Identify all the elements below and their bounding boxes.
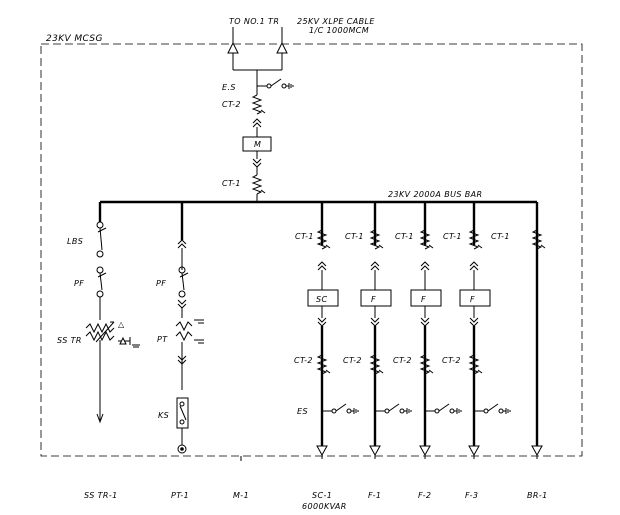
pt-plug-lower bbox=[177, 299, 187, 309]
label-f-3: F-3 bbox=[465, 491, 478, 500]
sc1-es-label: ES bbox=[297, 407, 308, 416]
es-label: E.S bbox=[222, 83, 236, 92]
f1-ct1-label: CT-1 bbox=[345, 232, 364, 241]
pt-label: PT bbox=[157, 335, 168, 344]
ss-tr-feeder: LBS PF SS TR △ bbox=[57, 202, 140, 424]
f3-ct1-label: CT-1 bbox=[443, 232, 462, 241]
meter-label: M bbox=[254, 140, 261, 149]
f2-box bbox=[410, 289, 442, 307]
pt-pf-label: PF bbox=[156, 279, 166, 288]
label-br-1: BR-1 bbox=[527, 491, 548, 500]
feeder-sc1: CT-1 SC CT-2 ES bbox=[294, 202, 359, 460]
f1-box bbox=[360, 289, 392, 307]
pt-feeder: PF PT KS bbox=[156, 202, 204, 454]
feeder-f2: CT-1 F CT-2 bbox=[393, 202, 462, 460]
incoming-plug-upper bbox=[252, 118, 262, 128]
incoming-ct2-coil bbox=[252, 94, 266, 115]
label-sc-1: SC-1 bbox=[312, 491, 332, 500]
f1-ct2-label: CT-2 bbox=[343, 356, 362, 365]
f1-box-label: F bbox=[371, 295, 376, 304]
ks-label: KS bbox=[158, 411, 169, 420]
label-f-1: F-1 bbox=[368, 491, 381, 500]
feeder-br1: CT-1 bbox=[491, 202, 546, 460]
f2-ct1-label: CT-1 bbox=[395, 232, 414, 241]
switchgear-enclosure bbox=[40, 43, 583, 457]
incoming-ct1-coil bbox=[252, 174, 266, 195]
label-m-1: M-1 bbox=[233, 491, 249, 500]
cable-label-line1: 25KV XLPE CABLE bbox=[297, 17, 375, 26]
sc1-box-label: SC bbox=[316, 295, 327, 304]
f3-box bbox=[459, 289, 491, 307]
label-pt-1: PT-1 bbox=[171, 491, 189, 500]
ss-pf-label: PF bbox=[74, 279, 84, 288]
sc1-box bbox=[307, 289, 339, 307]
sc1-ct1-label: CT-1 bbox=[295, 232, 314, 241]
incoming-ct2-label: CT-2 bbox=[222, 100, 241, 109]
label-sc-1-rating: 6000KVAR bbox=[302, 502, 347, 511]
f3-box-label: F bbox=[470, 295, 475, 304]
incoming-plug-lower bbox=[252, 158, 262, 168]
pt-plug-upper bbox=[177, 239, 187, 249]
bus-bar-label: 23KV 2000A BUS BAR bbox=[388, 190, 483, 199]
incoming-terminations bbox=[227, 27, 288, 71]
incoming-earth-switch bbox=[256, 78, 294, 90]
feeder-f1: CT-1 F CT-2 bbox=[343, 202, 412, 460]
f2-box-label: F bbox=[421, 295, 426, 304]
delta-symbol: △ bbox=[118, 320, 125, 329]
feeder-f3: CT-1 F CT-2 bbox=[442, 202, 511, 460]
enclosure-label: 23KV MCSG bbox=[46, 34, 103, 44]
lbs-label: LBS bbox=[67, 237, 83, 246]
sc1-ct2-label: CT-2 bbox=[294, 356, 313, 365]
incoming-to-label: TO NO.1 TR bbox=[229, 17, 279, 26]
incoming-ct1-label: CT-1 bbox=[222, 179, 241, 188]
f3-ct2-label: CT-2 bbox=[442, 356, 461, 365]
label-ss-tr-1: SS TR-1 bbox=[84, 491, 118, 500]
incoming-column: E.S CT-2 M CT-1 bbox=[222, 70, 294, 202]
br1-ct1-label: CT-1 bbox=[491, 232, 510, 241]
cable-label-line2: 1/C 1000MCM bbox=[309, 26, 369, 35]
label-f-2: F-2 bbox=[418, 491, 431, 500]
f2-ct2-label: CT-2 bbox=[393, 356, 412, 365]
ss-tr-label: SS TR bbox=[57, 336, 82, 345]
